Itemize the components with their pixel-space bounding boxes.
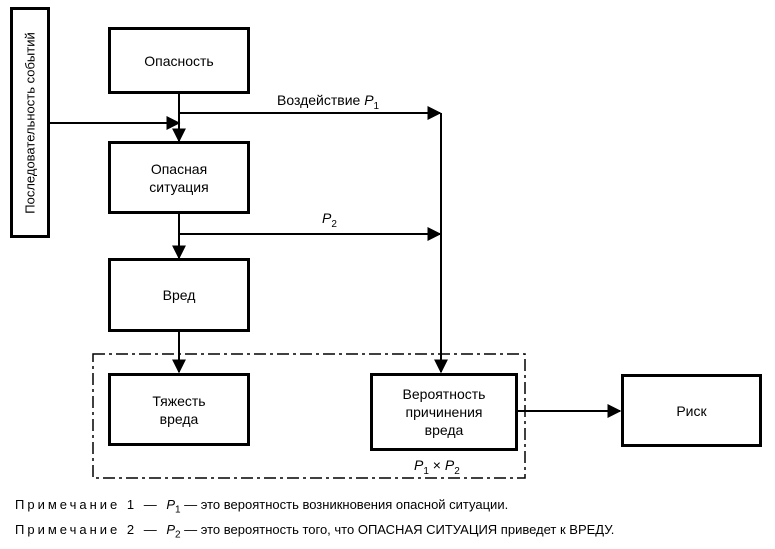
note-1-text: — это вероятность возникновения опасной …	[180, 497, 509, 512]
note-2: Примечание 2 — P2 — это вероятность того…	[15, 522, 614, 541]
p1-subscript: 1	[373, 100, 380, 112]
note-2-subscript: 2	[174, 529, 181, 541]
p1-symbol: P	[364, 92, 374, 108]
note-2-prefix: Примечание 2 —	[15, 522, 167, 537]
event-sequence-box: Последовательность событий	[10, 7, 50, 238]
note-2-symbol: P	[166, 522, 175, 537]
product-p2-symbol: P	[444, 457, 455, 473]
note-1-subscript: 1	[174, 504, 181, 516]
product-label: P1 × P2	[414, 457, 460, 477]
note-1: Примечание 1 — P1 — это вероятность возн…	[15, 497, 508, 516]
product-p1-symbol: P	[414, 457, 424, 473]
product-p2-subscript: 2	[454, 465, 460, 477]
risk-label: Риск	[676, 402, 707, 419]
probability-group-frame	[92, 353, 526, 479]
event-sequence-label: Последовательность событий	[22, 31, 38, 214]
hazardous-situation-label: Опасная ситуация	[149, 160, 209, 195]
hazardous-situation-box: Опасная ситуация	[108, 141, 250, 214]
note-1-prefix: Примечание 1 —	[15, 497, 167, 512]
risk-box: Риск	[621, 374, 762, 447]
note-2-text: — это вероятность того, что ОПАСНАЯ СИТУ…	[180, 522, 615, 537]
exposure-p1-label: Воздействие P1	[277, 92, 379, 112]
p2-subscript: 2	[331, 218, 337, 230]
severity-box: Тяжесть вреда	[108, 373, 250, 446]
harm-label: Вред	[162, 287, 196, 303]
probability-label: Вероятность причинения вреда	[402, 386, 486, 438]
p2-label: P2	[322, 210, 337, 230]
severity-label: Тяжесть вреда	[152, 392, 206, 427]
product-p1-subscript: 1	[423, 465, 429, 477]
harm-box: Вред	[108, 258, 250, 332]
hazard-box: Опасность	[108, 27, 250, 94]
note-1-symbol: P	[166, 497, 175, 512]
probability-box: Вероятность причинения вреда	[370, 373, 518, 451]
p2-symbol: P	[322, 210, 332, 226]
times-symbol: ×	[432, 457, 441, 473]
hazard-label: Опасность	[144, 52, 214, 69]
exposure-text: Воздействие	[277, 92, 361, 108]
